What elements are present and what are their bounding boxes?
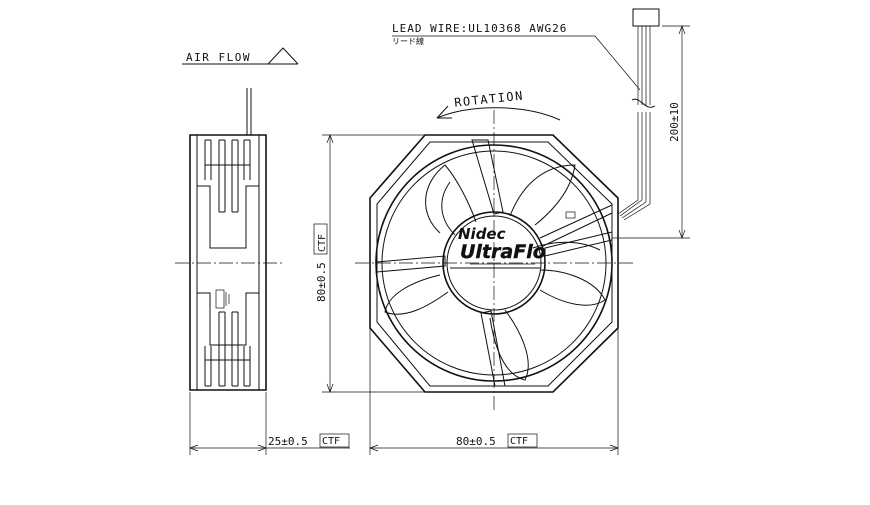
frame-outline (369, 134, 619, 393)
dimension-depth-tag: CTF (322, 436, 340, 447)
air-flow-indicator: AIR FLOW (182, 47, 299, 65)
dimension-depth-label: 25±0.5 (268, 435, 308, 448)
lead-wire-label-jp: リード線 (392, 36, 424, 46)
dimension-width: 80±0.5 CTF (369, 328, 619, 455)
brand-logo-bottom: UltraFlo (460, 241, 546, 263)
connector (632, 8, 660, 27)
dimension-height: 80±0.5 CTF (313, 134, 425, 393)
side-label-marks (215, 289, 230, 309)
dimension-width-label: 80±0.5 (456, 435, 496, 448)
dimension-width-tag: CTF (510, 436, 528, 447)
front-view: Nidec UltraFlo (355, 110, 635, 412)
lead-wire-label: LEAD WIRE:UL10368 AWG26 (392, 22, 567, 35)
air-flow-label: AIR FLOW (186, 51, 251, 64)
dimension-height-label: 80±0.5 (315, 262, 328, 302)
fan-blades (384, 164, 606, 381)
dimension-depth: 25±0.5 CTF (189, 392, 350, 455)
rotation-label: ROTATION (454, 89, 525, 110)
dimension-height-tag: CTF (317, 234, 328, 252)
dimension-lead-length: 200±10 (612, 25, 690, 239)
side-ribs-upper (204, 139, 251, 213)
side-view (175, 88, 282, 391)
dimension-lead-length-label: 200±10 (668, 102, 681, 142)
rotation-indicator: ROTATION (436, 89, 561, 121)
side-ribs-lower (204, 311, 251, 387)
lead-wire: LEAD WIRE:UL10368 AWG26 リード線 (392, 8, 660, 221)
